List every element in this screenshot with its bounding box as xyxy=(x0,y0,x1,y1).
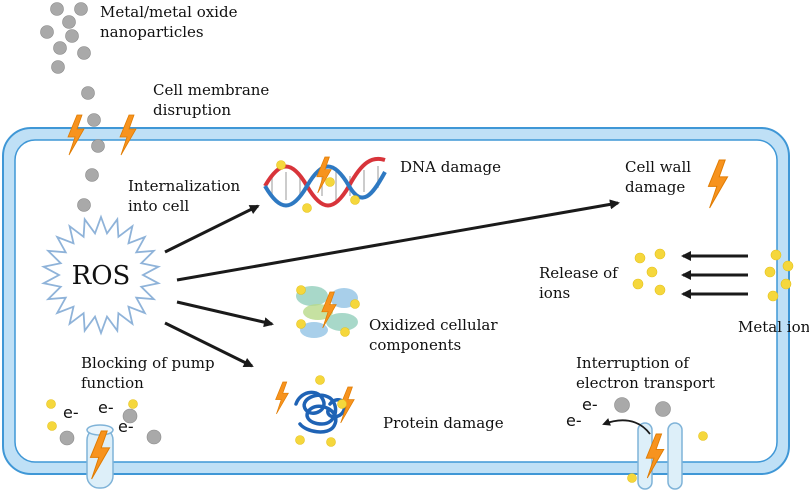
electron-transport-particles xyxy=(614,397,708,483)
electron-transport-channel-icon xyxy=(637,422,683,490)
nanoparticle-cluster xyxy=(40,2,105,212)
metal-ions-outside xyxy=(764,249,794,302)
pump-particles xyxy=(46,399,162,446)
ros-starburst xyxy=(40,214,162,336)
electron-symbol: e- xyxy=(118,417,134,436)
ros-label: ROS xyxy=(72,261,131,291)
dna-damage-label: DNA damage xyxy=(400,158,501,176)
metal-ions-label: Metal ions xyxy=(738,318,809,336)
arrow-to-protein xyxy=(164,321,254,368)
arrow-to-dna xyxy=(164,204,260,254)
protein-tangle-icon xyxy=(294,390,347,434)
released-ions xyxy=(632,248,666,296)
arrow-to-oxidized xyxy=(176,300,274,328)
electron-symbol: e- xyxy=(582,395,598,414)
ion-dots-oxidized xyxy=(296,285,360,337)
electron-flow-arrow xyxy=(602,418,651,435)
cell-interior xyxy=(14,139,778,463)
electron-symbol: e- xyxy=(63,403,79,422)
protein-damage-label: Protein damage xyxy=(383,414,504,432)
electron-symbol: e- xyxy=(566,411,582,430)
electron-symbol: e- xyxy=(98,398,114,417)
ion-dots-protein xyxy=(295,375,347,447)
ion-dots-dna xyxy=(276,160,360,213)
arrow-to-cell-wall xyxy=(176,199,620,282)
